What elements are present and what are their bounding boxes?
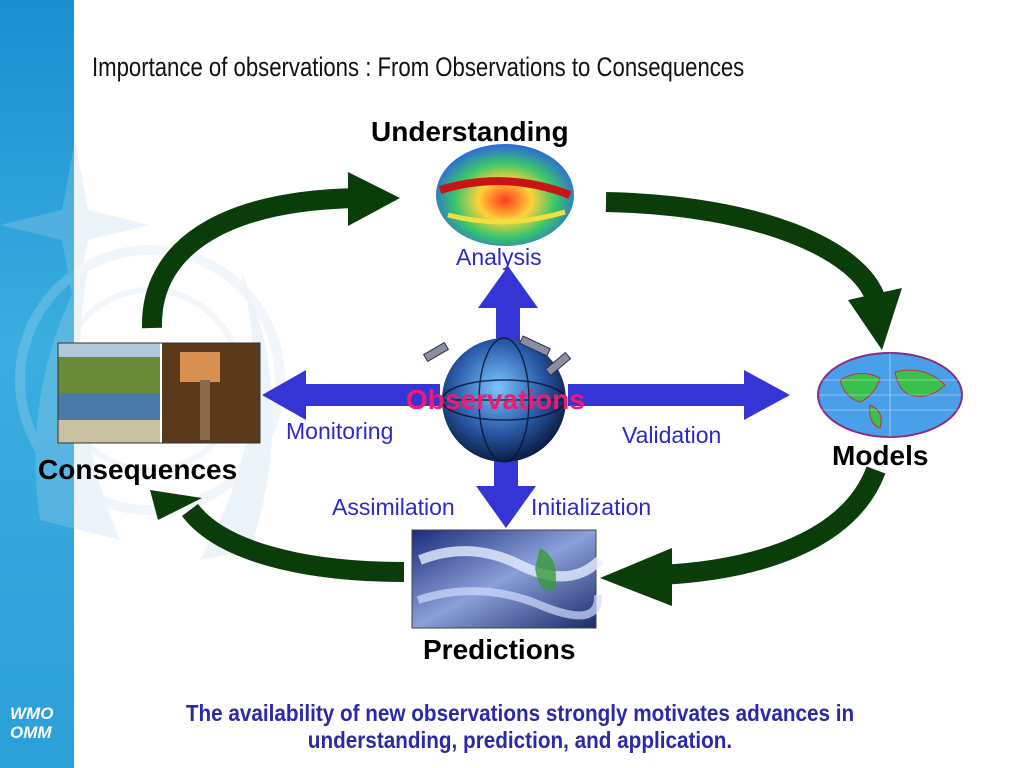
observations-globe-image [422, 335, 572, 463]
edge-label-assimilation: Assimilation [332, 494, 455, 520]
slide-title: Importance of observations : From Observ… [92, 52, 745, 82]
arrowhead-models [848, 288, 902, 350]
logo-line-omm: OMM [10, 723, 52, 742]
cycle-arrow-consequences-to-understanding [141, 188, 361, 329]
understanding-globe-image [434, 142, 576, 248]
arrow-left-shaft [300, 384, 440, 406]
node-label-understanding: Understanding [371, 116, 569, 147]
compass-star-icon [0, 140, 150, 310]
node-label-observations: Observations [406, 384, 585, 415]
arrowhead-predictions [600, 548, 672, 606]
arrow-up-shaft [496, 305, 520, 343]
cycle-arrow-understanding-to-models [605, 192, 886, 304]
node-label-consequences: Consequences [38, 454, 238, 485]
edge-label-analysis: Analysis [456, 244, 542, 270]
arrow-up-head [478, 266, 538, 308]
wmo-logo: WMO OMM [10, 704, 70, 742]
models-globe-image [817, 352, 963, 438]
edge-label-validation: Validation [622, 422, 722, 448]
cycle-arrow-predictions-to-consequences [182, 503, 405, 582]
edge-label-initialization: Initialization [531, 494, 652, 520]
edge-label-monitoring: Monitoring [286, 418, 394, 444]
arrowhead-understanding [348, 172, 400, 226]
arrow-down-head [476, 486, 536, 528]
predictions-image [411, 529, 604, 629]
arrowhead-consequences [150, 490, 202, 520]
arrow-right-head [744, 370, 790, 420]
node-label-predictions: Predictions [423, 634, 576, 665]
cycle-arrow-models-to-predictions [659, 466, 886, 585]
node-label-models: Models [832, 440, 929, 471]
consequences-images [57, 342, 261, 444]
arrow-right-shaft [568, 384, 748, 406]
slide-caption: The availability of new observations str… [185, 700, 855, 753]
arrow-left-head [262, 370, 306, 420]
logo-line-wmo: WMO [10, 704, 54, 723]
